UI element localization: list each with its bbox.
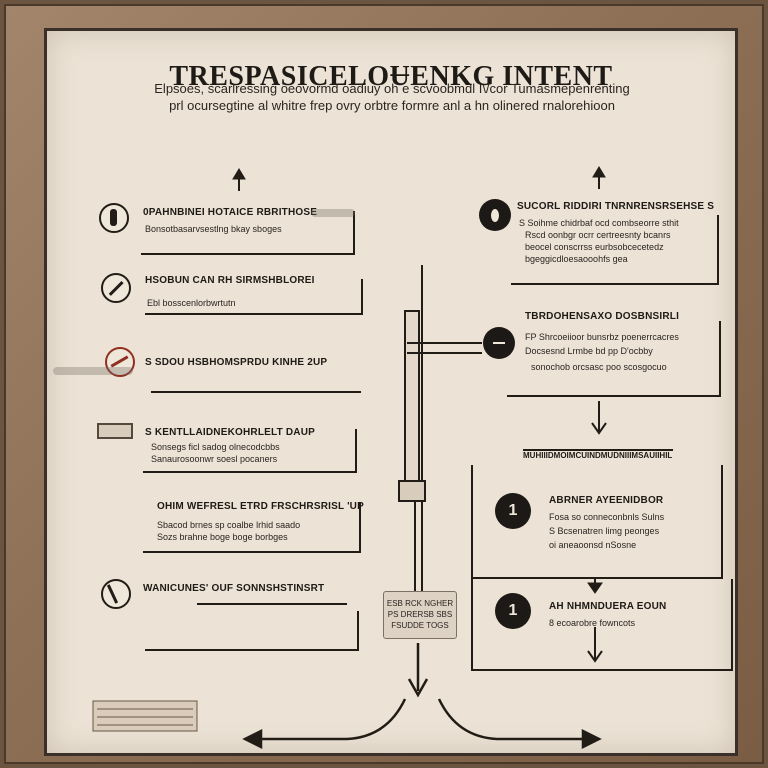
center-box-line-3: FSUDDE TOGS: [391, 621, 449, 630]
center-box-line-1: ESB RCK NGHER: [386, 599, 454, 608]
right-item-4-heading: ABRNER AYEENIDBOR: [549, 495, 664, 506]
left-item-5-heading: OHIM WEFRESL ETRD FRSCHRSRISL 'UP: [157, 501, 364, 512]
up-arrow-right: [592, 166, 606, 189]
right-item-1-body-1: S Soihme chidrbaf ocd combseorre sthit: [519, 218, 679, 228]
split-arrows: [242, 698, 602, 750]
left-item-4-card: [143, 429, 357, 473]
subtitle-line-1: Elpsoes, scarlressing oeovormd oadiuy oh…: [154, 81, 630, 96]
center-box-line-2: PS DRERSB SBS: [387, 610, 453, 619]
left-item-5-body-1: Sbacod brnes sp coalbe lrhid saado: [157, 520, 301, 530]
down-arrow-right: [591, 401, 607, 435]
center-box: ESB RCK NGHER PS DRERSB SBS FSUDDE TOGS: [383, 591, 457, 639]
left-item-4-body-1: Sonsegs ficl sadog olnecodcbbs: [151, 442, 280, 452]
right-item-2-body-1: FP Shrcoeiioor bunsrbz poenerrcacres: [525, 332, 679, 342]
right-item-1-heading: SUCORL RIDDIRI TNRNRENSRSEHSE S: [517, 201, 715, 212]
right-item-2-body-3: sonochob orcsasc poo scosgocuo: [531, 362, 667, 372]
left-item-3-underline: [151, 391, 361, 393]
right-item-5-card: [471, 579, 733, 671]
right-item-2-heading: TBRDOHENSAXO DOSBNSIRLI: [525, 311, 680, 322]
right-item-1-body-3: beocel conscrrss eurbsobcecetedz: [525, 242, 664, 252]
poster-board: TRESPASICELOɄENKG INTENT Elpsoes, scarlr…: [44, 28, 738, 756]
up-arrow-left: [232, 168, 246, 191]
left-item-1-card: [141, 211, 355, 255]
right-item-2-body-2: Docsesnd Lrmbe bd pp D'ocbby: [525, 346, 653, 356]
smudge: [311, 209, 355, 217]
subtitle-line-2: prl ocursegtine al whitre frep ovry orbt…: [169, 98, 615, 113]
right-item-4-card: [471, 465, 723, 579]
right-item-2-card: [507, 321, 721, 397]
right-item-1-body-2: Rscd oonbgr ocrr certreesnty bcanrs: [525, 230, 671, 240]
poster-title: TRESPASICELOɄENKG INTENT: [169, 61, 613, 92]
right-item-3-line: [523, 449, 673, 451]
arrow-icon: [483, 327, 515, 359]
right-item-5-body-1: 8 ecoarobre fowncots: [549, 618, 636, 628]
blocked-icon: [101, 579, 131, 609]
no-entry-icon: [101, 273, 131, 303]
left-item-6-line: [197, 603, 347, 605]
number-badge-2: 1: [495, 593, 531, 629]
left-item-4-heading: S KENTLLAIDNEKOHRLELT DAUP: [145, 427, 316, 438]
left-item-5-body-2: Sozs brahne boge boge borbges: [157, 532, 288, 542]
down-arrow-lower: [587, 579, 603, 663]
wooden-frame: TRESPASICELOɄENKG INTENT Elpsoes, scarlr…: [4, 4, 764, 764]
left-item-5-card: [143, 503, 361, 553]
down-arrow-center: [407, 643, 429, 698]
right-item-5-heading: AH NHMNDUERA EOUN: [549, 601, 667, 612]
flow-connectors: [92, 166, 607, 750]
stamp-sketch: [92, 700, 198, 732]
number-badge-1: 1: [495, 493, 531, 529]
left-item-2-heading: HSOBUN CAN RH SIRMSHBLOREI: [145, 275, 315, 286]
left-item-6-heading: WANICUNES' OUF SONNSHSTINSRT: [143, 583, 325, 594]
left-item-6-card: [145, 611, 359, 651]
right-item-3-heading: MUHIIIDMOIMCUINDMUDNIIIMSAUIIHIL: [523, 451, 673, 460]
central-pipe: [398, 265, 482, 591]
left-item-1-heading: 0PAHNBINEI HOTAICE RBRITHOSE: [143, 207, 318, 218]
prohibited-icon: [105, 347, 135, 377]
right-item-1-card: [511, 215, 719, 285]
tool-icon: [97, 423, 133, 439]
left-item-1-body: Bonsotbasarvsestlng bkay sboges: [145, 224, 282, 234]
left-item-2-card: [145, 279, 363, 315]
smudge: [53, 367, 133, 375]
right-item-1-body-4: bgeggicdloesaooohfs gea: [525, 254, 628, 264]
right-item-4-body-1: Fosa so conneconbnls Sulns: [549, 512, 665, 522]
left-item-3-heading: S SDOU HSBHOMSPRDU KINHE 2UP: [145, 357, 328, 368]
bomb-icon: [99, 203, 129, 233]
left-item-2-body: Ebl bosscenlorbwrtutn: [147, 298, 236, 308]
footprint-icon: [479, 199, 511, 231]
right-item-4-body-2: S Bcsenatren limg peonges: [549, 526, 660, 536]
left-item-4-body-2: Sanaurosoonwr soesl pocaners: [151, 454, 278, 464]
right-item-4-body-3: oi aneaoonsd nSosne: [549, 540, 637, 550]
